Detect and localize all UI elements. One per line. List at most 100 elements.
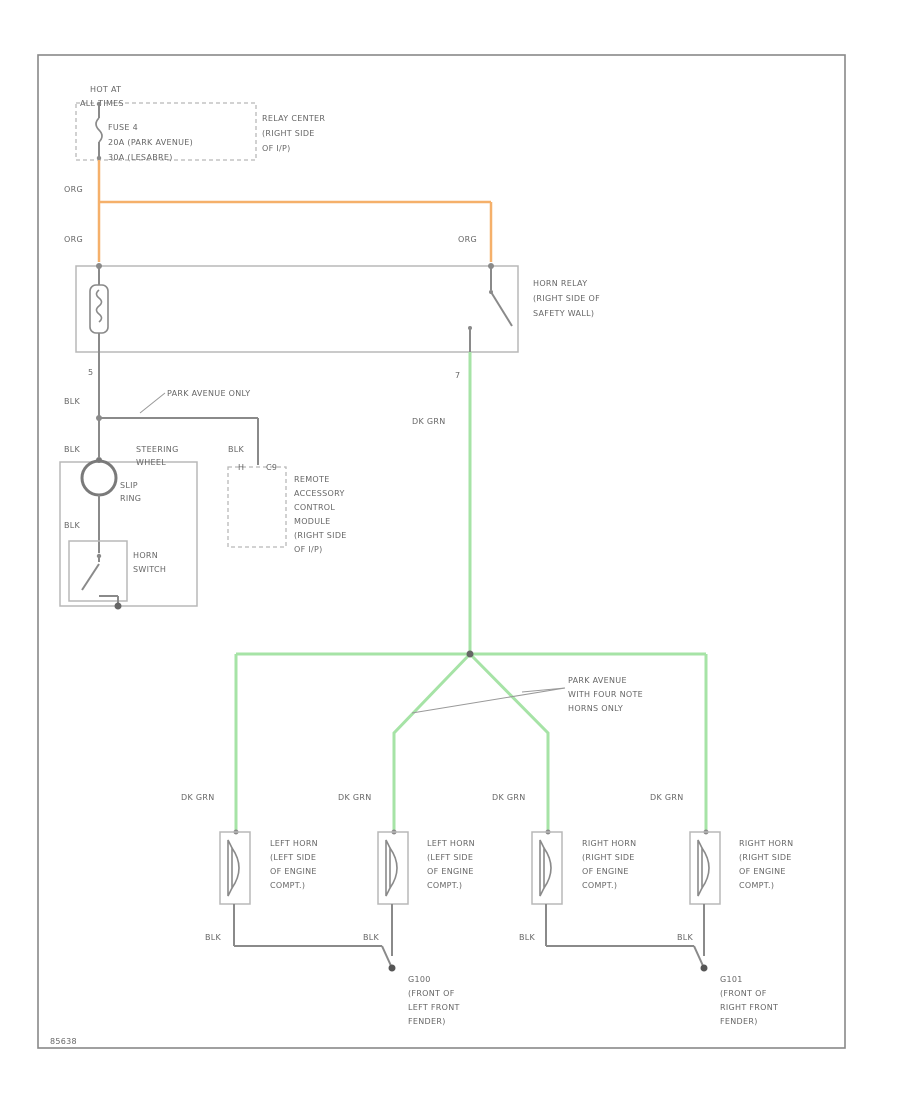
horn-switch-box [68,540,128,602]
svg-text:(RIGHT SIDE OF: (RIGHT SIDE OF [533,294,600,303]
svg-text:BLK: BLK [64,397,81,406]
svg-text:7: 7 [455,371,460,380]
svg-text:RELAY CENTER: RELAY CENTER [262,114,325,123]
horn-1-label-3: OF ENGINE [270,867,317,876]
svg-text:LEFT HORN: LEFT HORN [427,839,475,848]
svg-text:PARK AVENUE: PARK AVENUE [568,676,627,685]
svg-text:OF ENGINE: OF ENGINE [427,867,474,876]
wire-label-blk-5: BLK [205,933,222,942]
fuse-rating-lesabre: 30A (LESABRE) [108,153,173,162]
svg-text:(FRONT OF: (FRONT OF [408,989,455,998]
svg-text:SLIP: SLIP [120,481,138,490]
svg-text:H: H [238,463,244,472]
wire-label-blk-3: BLK [64,521,81,530]
svg-text:BLK: BLK [228,445,245,454]
dk-grn-wire [234,352,708,832]
svg-text:PARK AVENUE ONLY: PARK AVENUE ONLY [167,389,250,398]
svg-text:(RIGHT SIDE: (RIGHT SIDE [262,129,315,138]
remote-module-label-1: REMOTE [294,475,330,484]
horn-3-label-1: RIGHT HORN [582,839,636,848]
svg-text:DK GRN: DK GRN [338,793,372,802]
svg-text:RIGHT HORN: RIGHT HORN [739,839,793,848]
horn-relay-label: HORN RELAY [533,279,587,288]
horn-4-label-1: RIGHT HORN [739,839,793,848]
fuse-label: FUSE 4 [108,123,138,132]
svg-text:OF ENGINE: OF ENGINE [582,867,629,876]
hot-at-label: HOT AT [90,85,121,94]
horn-2 [377,829,409,956]
wire-label-blk-4: BLK [228,445,245,454]
svg-text:(RIGHT SIDE: (RIGHT SIDE [294,531,347,540]
svg-text:ALL TIMES: ALL TIMES [80,99,124,108]
svg-text:REMOTE: REMOTE [294,475,330,484]
fuse-rating-park: 20A (PARK AVENUE) [108,138,193,147]
org-wire [97,160,493,262]
relay-coil [89,263,109,352]
slip-ring-label: SLIP [120,481,138,490]
horn-4-label-3: OF ENGINE [739,867,786,876]
svg-text:WHEEL: WHEEL [136,458,166,467]
svg-text:ORG: ORG [458,235,477,244]
note-four-horns-3: HORNS ONLY [568,704,623,713]
svg-text:20A (PARK AVENUE): 20A (PARK AVENUE) [108,138,193,147]
ground-g100-label-1: G100 [408,975,431,984]
svg-text:RIGHT HORN: RIGHT HORN [582,839,636,848]
svg-text:LEFT HORN: LEFT HORN [270,839,318,848]
note-pointer-3 [521,687,566,693]
svg-text:(LEFT SIDE: (LEFT SIDE [270,853,316,862]
remote-module-label-2: ACCESSORY [294,489,345,498]
steering-wheel-label-2: WHEEL [136,458,166,467]
fuse-symbol [95,101,103,161]
svg-text:(LEFT SIDE: (LEFT SIDE [427,853,473,862]
svg-text:OF ENGINE: OF ENGINE [270,867,317,876]
horn-1 [219,829,251,946]
ground-g101-label-2: (FRONT OF [720,989,767,998]
horn-4 [689,829,721,956]
pin-5-label: 5 [88,368,93,377]
wire-label-org-2: ORG [64,235,83,244]
remote-module-label-5: (RIGHT SIDE [294,531,347,540]
svg-text:COMPT.): COMPT.) [582,881,617,890]
horn-3-label-4: COMPT.) [582,881,617,890]
horn-3 [531,829,563,946]
wire-label-dkgrn-1: DK GRN [412,417,446,426]
wire-label-dkgrn-3: DK GRN [338,793,372,802]
ground-g100-label-4: FENDER) [408,1017,446,1026]
pin-7-label: 7 [455,371,460,380]
relay-center-label-3: OF I/P) [262,144,291,153]
horn-2-label-4: COMPT.) [427,881,462,890]
svg-text:FENDER): FENDER) [720,1017,758,1026]
ground-g100-label-3: LEFT FRONT [408,1003,460,1012]
wire-label-org-3: ORG [458,235,477,244]
ground-g101-label-3: RIGHT FRONT [720,1003,778,1012]
wire-label-dkgrn-4: DK GRN [492,793,526,802]
wire-label-blk-8: BLK [677,933,694,942]
svg-text:ORG: ORG [64,235,83,244]
remote-module-label-3: CONTROL [294,503,335,512]
svg-text:SWITCH: SWITCH [133,565,166,574]
horn-switch-label-2: SWITCH [133,565,166,574]
all-times-label: ALL TIMES [80,99,124,108]
horn-3-label-3: OF ENGINE [582,867,629,876]
horn-3-label-2: (RIGHT SIDE [582,853,635,862]
ground-g101-label-1: G101 [720,975,743,984]
svg-text:BLK: BLK [64,521,81,530]
note-pointer-2 [411,687,566,714]
svg-text:5: 5 [88,368,93,377]
svg-text:ACCESSORY: ACCESSORY [294,489,345,498]
svg-text:OF I/P): OF I/P) [262,144,291,153]
relay-center-label: RELAY CENTER [262,114,325,123]
svg-text:BLK: BLK [519,933,536,942]
slip-ring-symbol [80,457,118,553]
svg-text:OF ENGINE: OF ENGINE [739,867,786,876]
svg-text:BLK: BLK [64,445,81,454]
steering-wheel-box [59,461,198,607]
horn-switch-label: HORN [133,551,158,560]
blk-wire-relay-to-steering [96,352,259,465]
svg-text:DK GRN: DK GRN [412,417,446,426]
svg-text:LEFT FRONT: LEFT FRONT [408,1003,460,1012]
wire-label-dkgrn-2: DK GRN [181,793,215,802]
svg-text:ORG: ORG [64,185,83,194]
steering-wheel-label: STEERING [136,445,179,454]
